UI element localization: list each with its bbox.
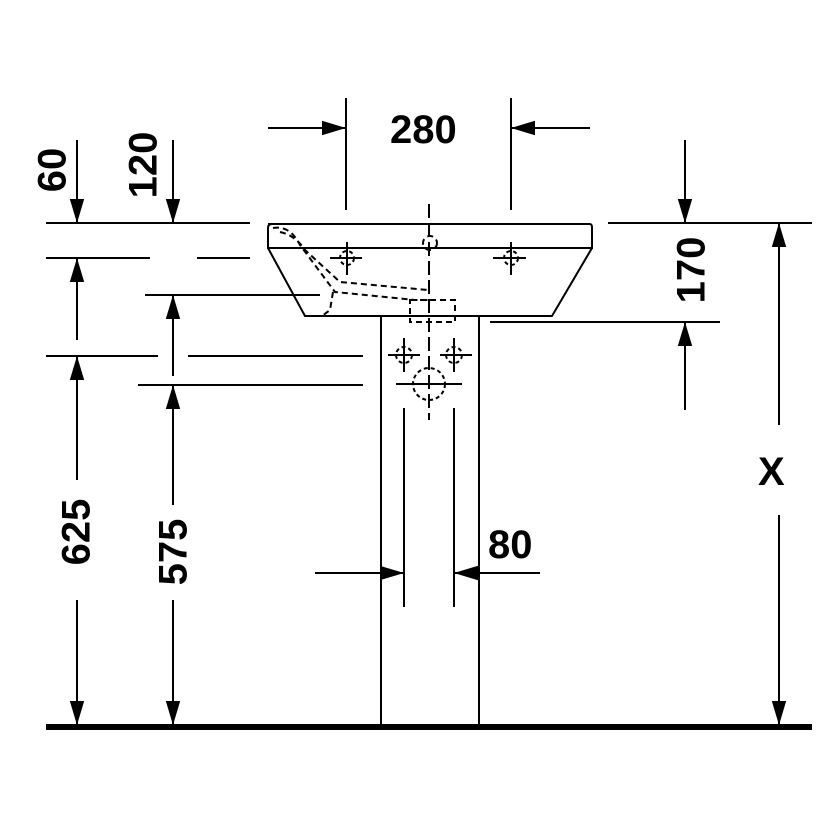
dim-625: 625: [54, 498, 99, 566]
basin-hidden-lines: [272, 226, 456, 323]
tap-hole-marks: [330, 242, 526, 275]
dim-x: X: [758, 450, 785, 494]
dim-width-280: 280: [390, 108, 457, 152]
dim-575: 575: [151, 518, 196, 586]
dimension-arrows: [69, 120, 787, 725]
dim-pedestal-80: 80: [488, 523, 533, 567]
dim-60: 60: [30, 147, 75, 193]
dim-170: 170: [669, 236, 714, 304]
pedestal-supply-marks: [388, 338, 472, 401]
dim-120: 120: [121, 131, 166, 199]
